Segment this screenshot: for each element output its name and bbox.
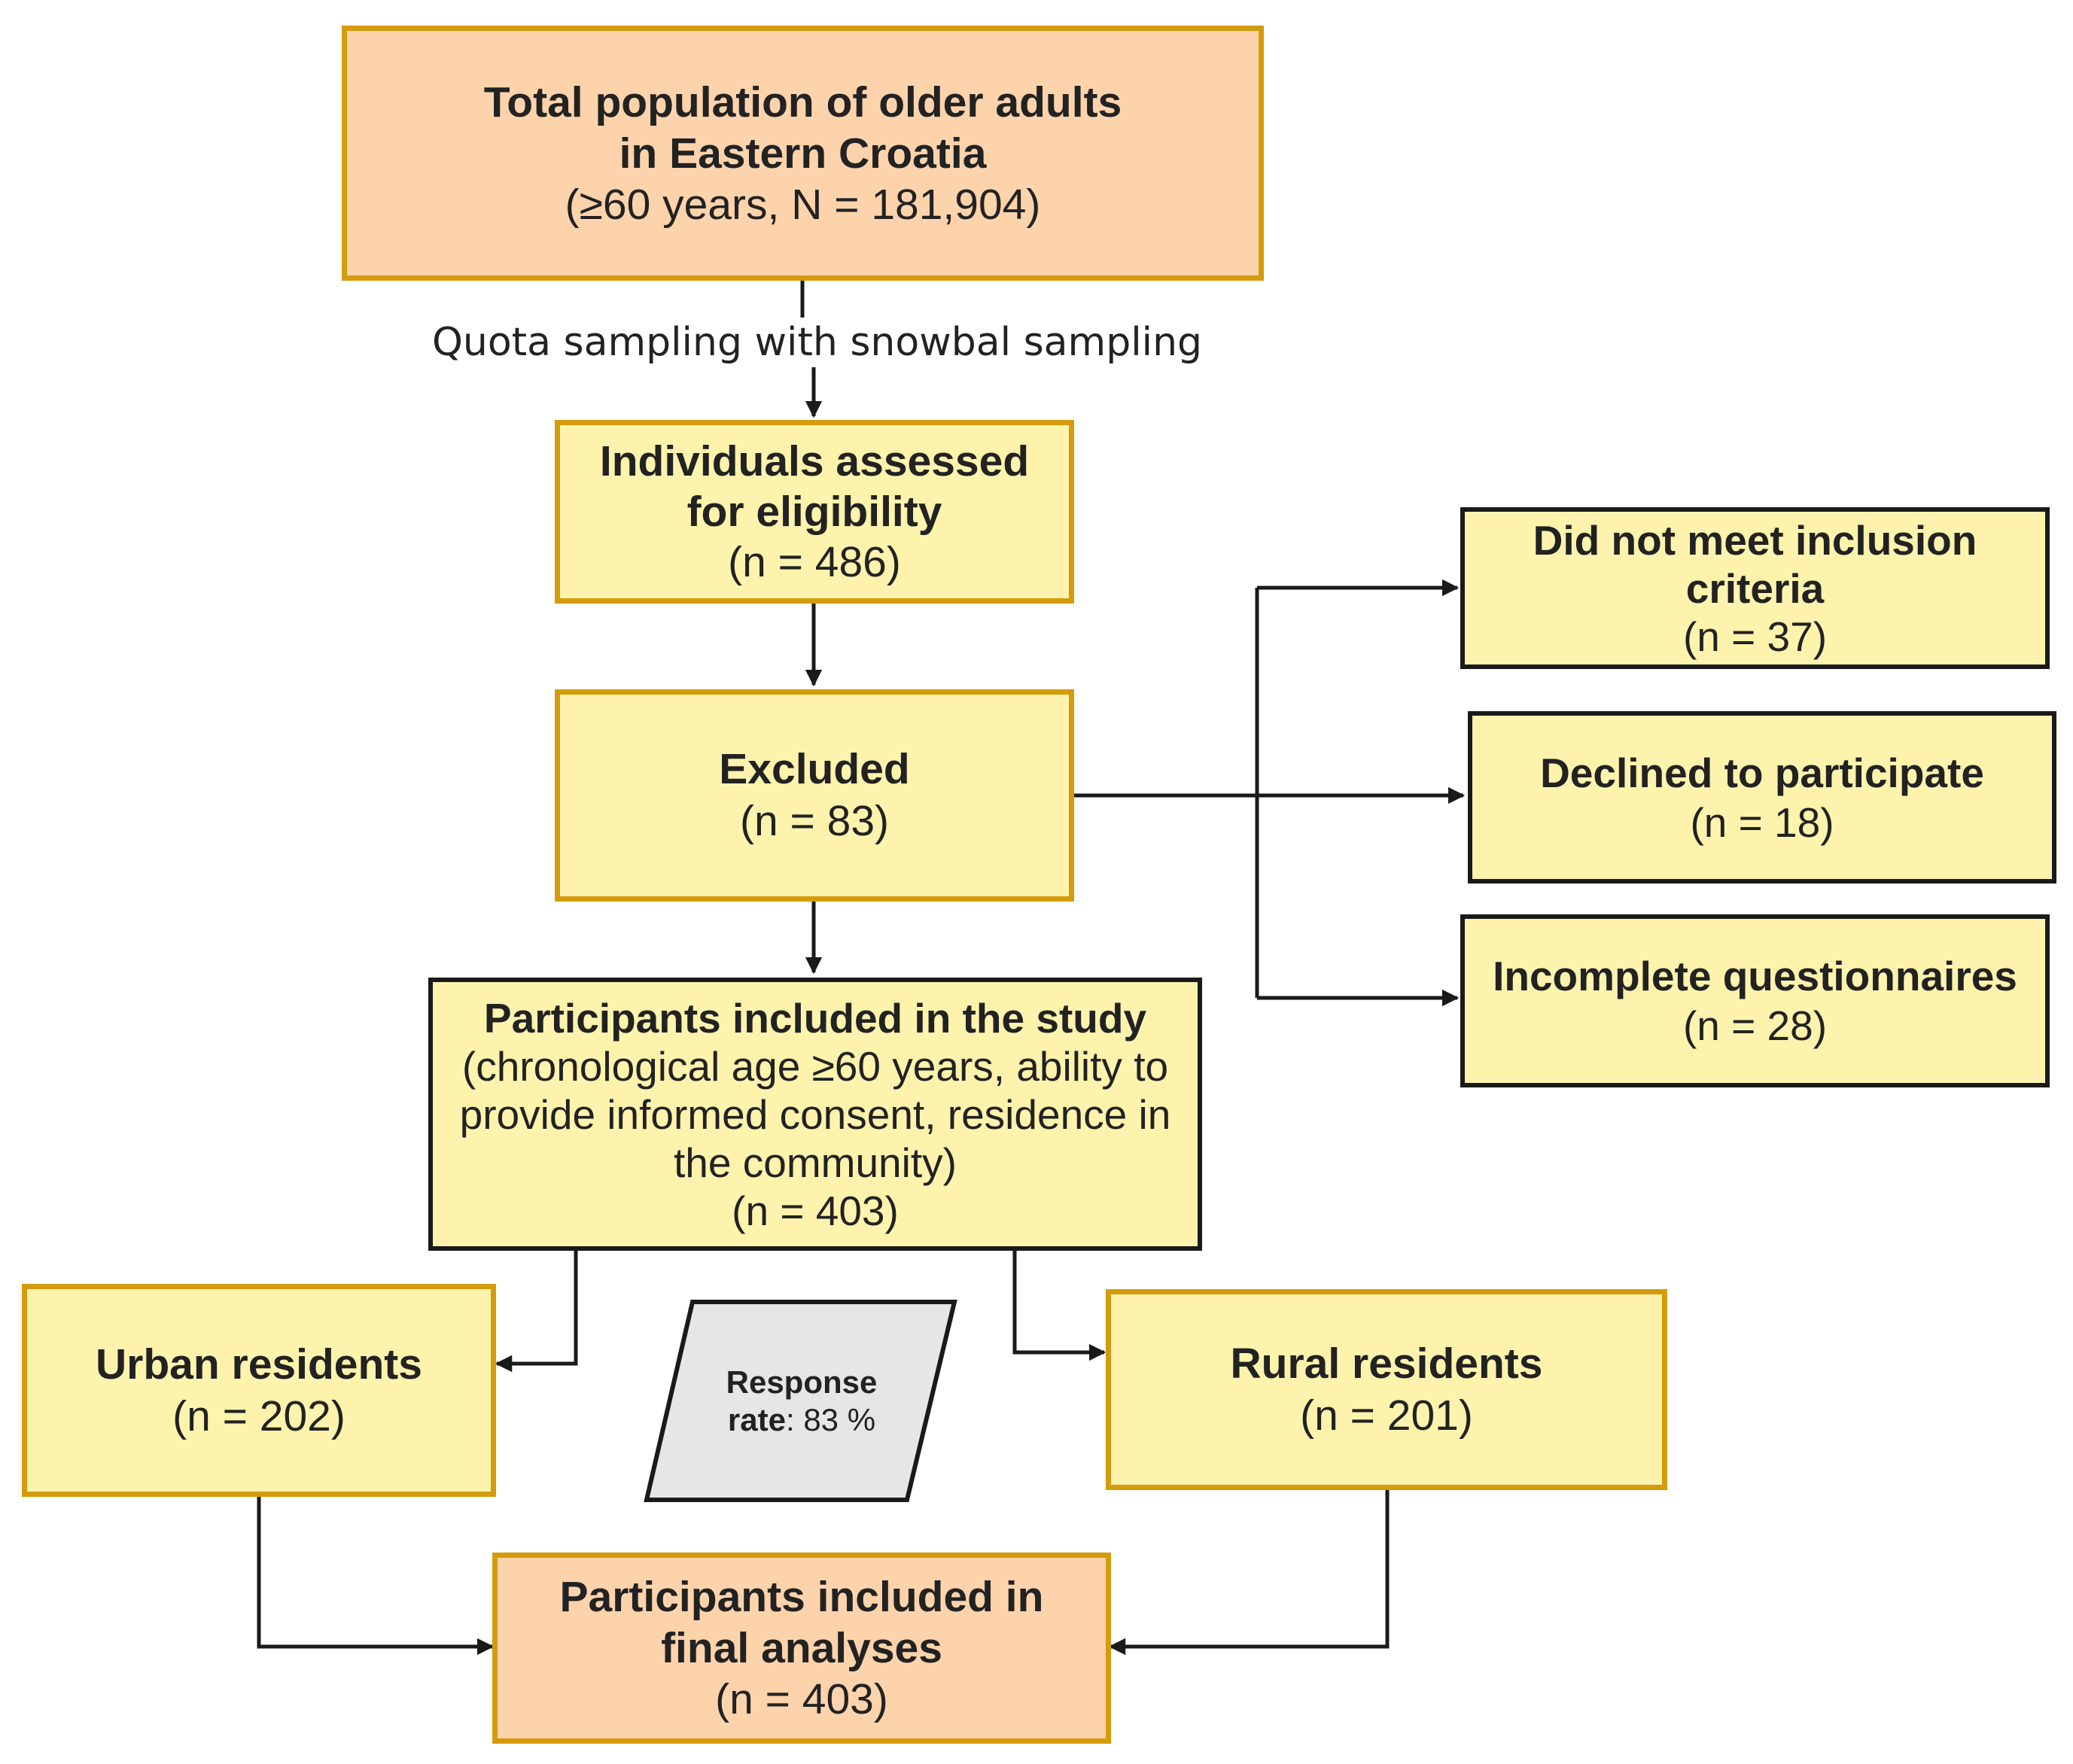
- arrow-rural-to-final: [1108, 1488, 1390, 1656]
- final-count: (n = 403): [715, 1675, 888, 1723]
- excluded-title: Excluded: [719, 745, 910, 793]
- arrow-to-urban: [495, 1249, 578, 1373]
- node-declined-to-participate: Declined to participate (n = 18): [1468, 711, 2056, 884]
- response-rate-shape: [644, 1300, 957, 1502]
- node-final-analyses: Participants included in final analyses …: [492, 1553, 1111, 1744]
- node-included-in-study: Participants included in the study (chro…: [428, 978, 1202, 1251]
- declined-title: Declined to participate: [1540, 749, 1984, 796]
- included-criteria-line1: (chronological age ≥60 years, ability to: [461, 1042, 1169, 1090]
- total-population-detail: (≥60 years, N = 181,904): [565, 180, 1041, 229]
- included-count: (n = 403): [732, 1187, 899, 1234]
- response-rate-word: Response: [726, 1364, 878, 1400]
- final-title-line1: Participants included in: [559, 1573, 1044, 1621]
- node-total-population: Total population of older adults in East…: [342, 26, 1264, 281]
- not-meet-count: (n = 37): [1682, 613, 1828, 660]
- incomplete-title: Incomplete questionnaires: [1493, 953, 2017, 999]
- node-urban-residents: Urban residents (n = 202): [22, 1284, 496, 1497]
- declined-count: (n = 18): [1690, 798, 1834, 846]
- response-rate-value: : 83 %: [785, 1402, 876, 1437]
- assessed-title-line2: for eligibility: [686, 487, 942, 536]
- node-did-not-meet-criteria: Did not meet inclusion criteria (n = 37): [1460, 507, 2050, 669]
- urban-count: (n = 202): [172, 1391, 346, 1440]
- assessed-count: (n = 486): [728, 537, 901, 586]
- node-assessed-for-eligibility: Individuals assessed for eligibility (n …: [555, 420, 1074, 604]
- excluded-count: (n = 83): [739, 797, 890, 845]
- response-rate-rate-word: rate: [727, 1402, 786, 1437]
- node-excluded: Excluded (n = 83): [555, 689, 1074, 902]
- not-meet-title-line2: criteria: [1685, 564, 1825, 612]
- node-rural-residents: Rural residents (n = 201): [1106, 1289, 1667, 1490]
- incomplete-count: (n = 28): [1682, 1002, 1828, 1049]
- included-criteria-line3: the community): [674, 1139, 957, 1186]
- arrow-urban-to-final: [257, 1494, 495, 1656]
- assessed-title-line1: Individuals assessed: [599, 436, 1030, 485]
- urban-title: Urban residents: [96, 1340, 422, 1388]
- included-title: Participants included in the study: [483, 994, 1147, 1042]
- not-meet-title-line1: Did not meet inclusion: [1533, 516, 1977, 564]
- rural-count: (n = 201): [1300, 1391, 1473, 1440]
- total-population-title-line2: in Eastern Croatia: [619, 129, 987, 178]
- rural-title: Rural residents: [1230, 1339, 1543, 1388]
- response-rate-label: Response rate: 83 %: [677, 1364, 926, 1439]
- included-criteria-line2: provide informed consent, residence in: [459, 1090, 1171, 1138]
- response-rate-line2: rate: 83 %: [677, 1401, 926, 1439]
- final-title-line2: final analyses: [661, 1624, 942, 1672]
- node-incomplete-questionnaires: Incomplete questionnaires (n = 28): [1460, 914, 2050, 1087]
- arrow-to-rural: [1012, 1249, 1107, 1361]
- total-population-title-line1: Total population of older adults: [483, 78, 1122, 126]
- sampling-method-label: Quota sampling with snowbal sampling: [432, 320, 1203, 365]
